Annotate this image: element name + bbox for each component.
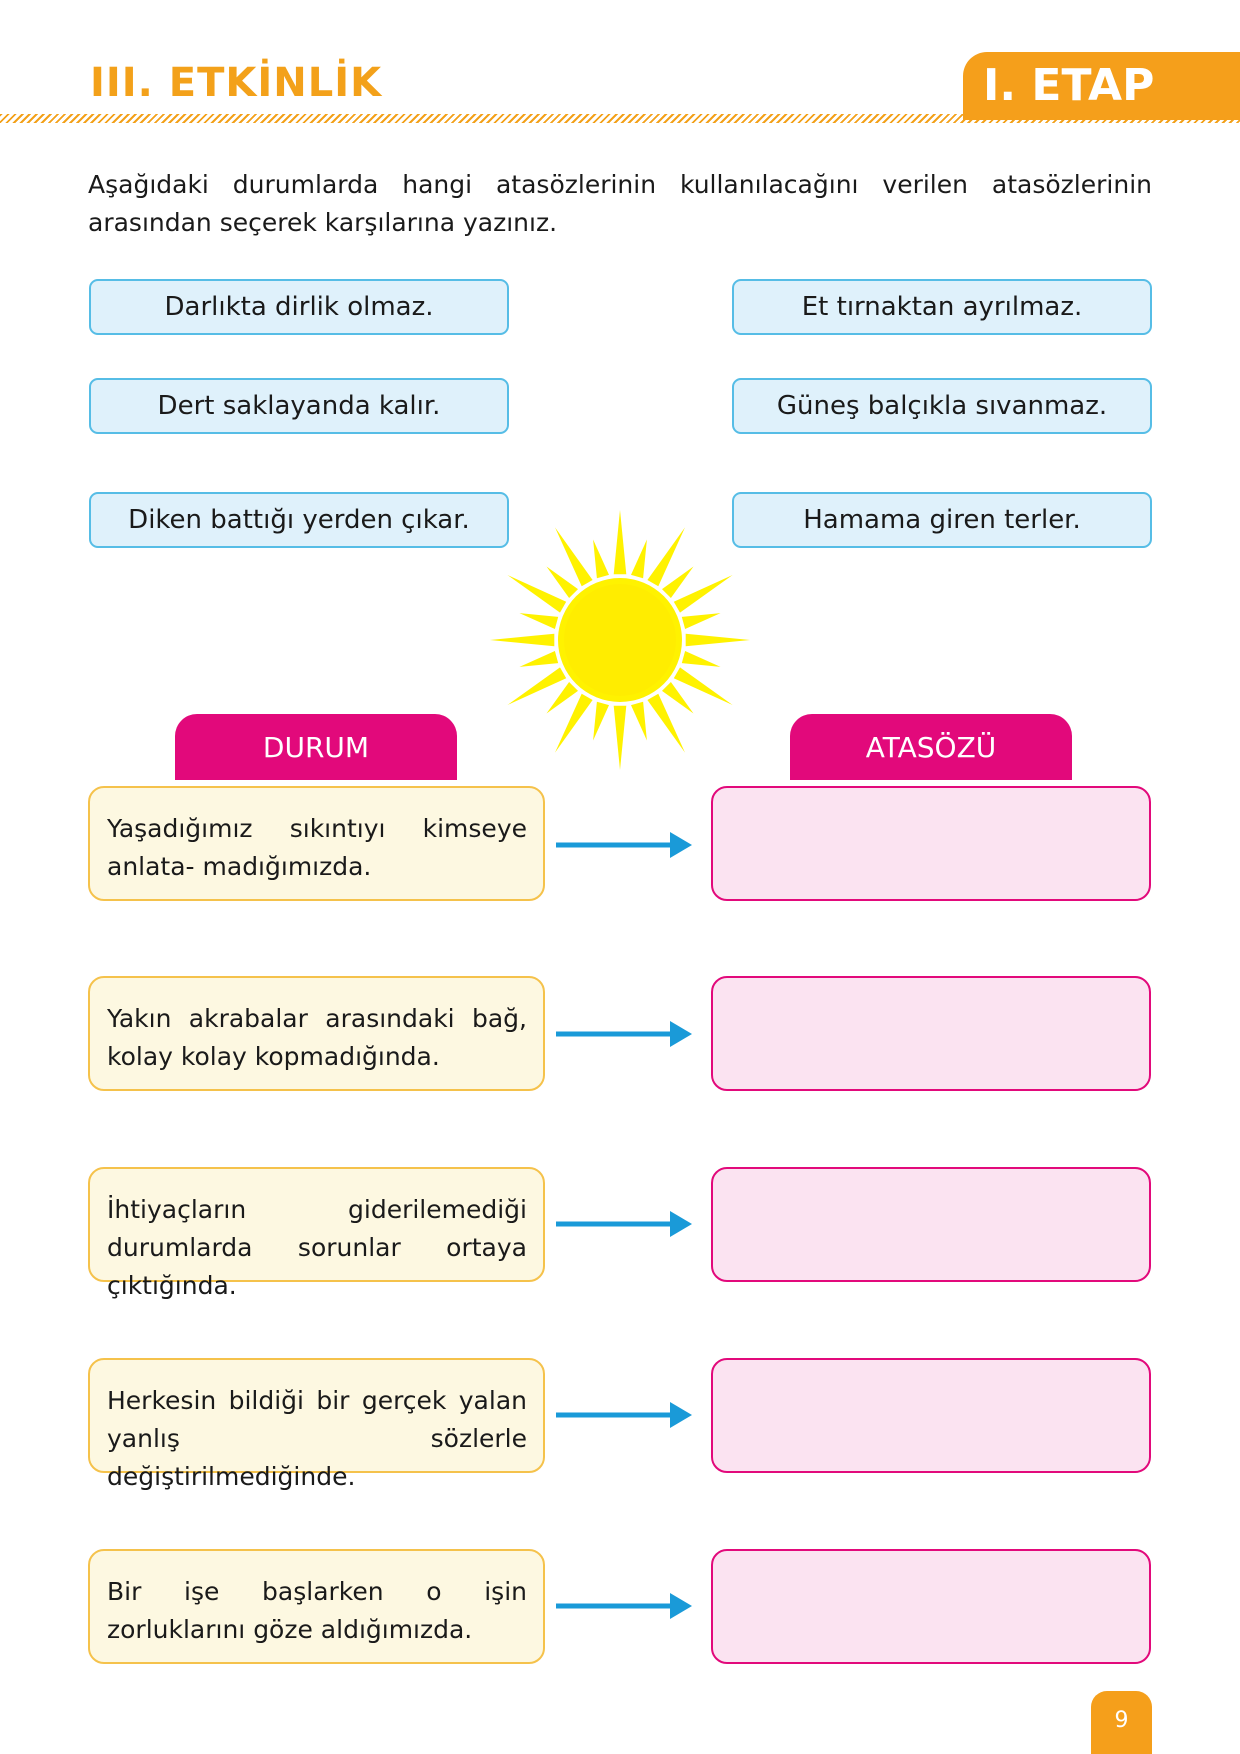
sun-ray [631, 539, 647, 579]
sun-ray [613, 705, 627, 770]
sun-ray [507, 667, 567, 705]
situation-box: Yakın akrabalar arasındaki bağ, kolay ko… [88, 976, 545, 1091]
sun-ray [555, 693, 593, 753]
sun-ray [613, 510, 627, 575]
proverb-option: Diken battığı yerden çıkar. [89, 492, 509, 548]
sun-ray [555, 527, 593, 587]
sun-ray [681, 651, 721, 667]
sun-ray [593, 539, 609, 579]
answer-box[interactable] [711, 1549, 1151, 1664]
arrow-right-icon [556, 832, 692, 858]
arrow-right-icon [556, 1593, 692, 1619]
arrow-right-icon [556, 1402, 692, 1428]
instruction-text: Aşağıdaki durumlarda hangi atasözlerinin… [88, 170, 1152, 237]
sun-ray [662, 682, 694, 714]
sun-ray [681, 613, 721, 629]
sun-ray [662, 566, 694, 598]
arrow-right-icon [556, 1211, 692, 1237]
atasozu-column-header: ATASÖZÜ [790, 714, 1072, 780]
sun-icon [490, 510, 750, 770]
sun-ray [546, 682, 578, 714]
durum-column-header: DURUM [175, 714, 457, 780]
situation-box: Herkesin bildiği bir gerçek yalan yanlış… [88, 1358, 545, 1491]
proverb-option: Güneş balçıkla sıvanmaz. [732, 378, 1152, 434]
sun-ray [685, 633, 750, 647]
situation-box: Yaşadığımız sıkıntıyı kimseye anlata- ma… [88, 786, 545, 901]
proverb-option: Dert saklayanda kalır. [89, 378, 509, 434]
proverb-option: Darlıkta dirlik olmaz. [89, 279, 509, 335]
sun-ray [673, 575, 733, 613]
sun-ray [647, 693, 685, 753]
situation-box: Bir işe başlarken o işin zorluklarını gö… [88, 1549, 545, 1664]
proverb-option: Hamama giren terler. [732, 492, 1152, 548]
stage-tab: I. ETAP [963, 52, 1240, 120]
page-number: 9 [1091, 1691, 1152, 1754]
sun-ray [546, 566, 578, 598]
answer-box[interactable] [711, 976, 1151, 1091]
sun-ray [647, 527, 685, 587]
proverb-option: Et tırnaktan ayrılmaz. [732, 279, 1152, 335]
activity-title: III. ETKİNLİK [90, 60, 383, 106]
sun-ray [631, 701, 647, 741]
sun-ray [519, 651, 559, 667]
arrow-right-icon [556, 1021, 692, 1047]
sun-ray [593, 701, 609, 741]
situation-box: İhtiyaçların giderilemediği durumlarda s… [88, 1167, 545, 1300]
header-rule [0, 114, 1240, 123]
answer-box[interactable] [711, 1358, 1151, 1473]
sun-ray [490, 633, 555, 647]
answer-box[interactable] [711, 1167, 1151, 1282]
sun-ray [507, 575, 567, 613]
sun-ray [519, 613, 559, 629]
sun-ray [673, 667, 733, 705]
answer-box[interactable] [711, 786, 1151, 901]
